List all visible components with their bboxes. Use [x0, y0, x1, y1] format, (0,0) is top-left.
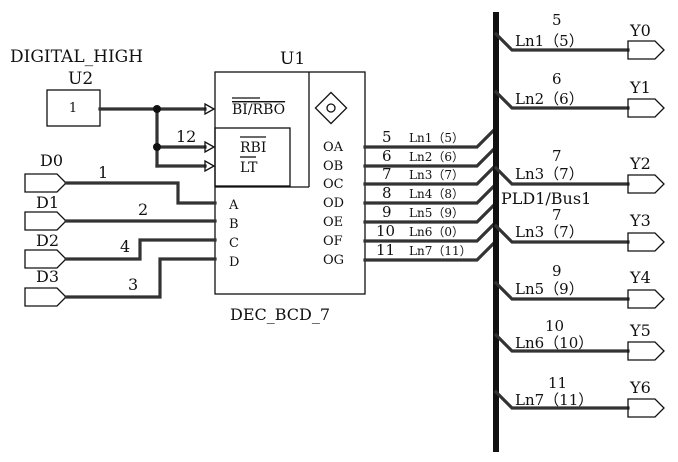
- pin-of: OF: [323, 234, 343, 249]
- net-label: 1: [98, 163, 108, 182]
- tap-label: Ln3（7）: [515, 165, 584, 183]
- tap-label: Ln6（10）: [515, 334, 593, 352]
- output-net-num: 5: [382, 128, 392, 146]
- output-net-label: Ln5（9）: [409, 206, 464, 220]
- output-net-label: Ln4（8）: [409, 187, 464, 201]
- power-label: DIGITAL_HIGH: [10, 47, 143, 67]
- bus-label: PLD1/Bus1: [501, 189, 591, 208]
- diamond-icon: [314, 91, 348, 125]
- input-wires: [64, 181, 217, 299]
- tap-num: 10: [545, 317, 564, 335]
- right-tap-y1: 6 Ln2（6） Y1: [493, 70, 665, 118]
- tap-label: Ln2（6）: [515, 90, 584, 108]
- input-port-d1: D1: [24, 193, 67, 231]
- pin-oa: OA: [323, 140, 344, 155]
- pin-ob: OB: [323, 159, 343, 174]
- tap-label: Ln1（5）: [515, 32, 584, 50]
- pin-bi-rbo: BI/RBO: [232, 102, 285, 118]
- right-tap-y6: 11 Ln7（11） Y6: [493, 374, 665, 418]
- right-tap-y3: 7 Ln3（7） Y3: [493, 206, 665, 252]
- junction-dot: [153, 105, 161, 113]
- input-port-label: D2: [36, 231, 59, 250]
- chip-inner-box: [214, 127, 291, 187]
- pin-lt: LT: [240, 160, 258, 176]
- tap-num: 5: [552, 11, 562, 29]
- tap-num: 7: [552, 206, 562, 224]
- output-port-label: Y3: [629, 211, 651, 230]
- output-net-label: Ln1（5）: [409, 131, 464, 145]
- output-net-num: 9: [382, 203, 392, 221]
- junction-dot: [153, 143, 161, 151]
- tap-label: Ln5（9）: [515, 280, 584, 298]
- input-port-label: D3: [36, 267, 59, 286]
- pin-oc: OC: [323, 177, 344, 192]
- output-port-label: Y2: [629, 154, 651, 173]
- tap-num: 11: [548, 374, 567, 392]
- pin-b: B: [229, 217, 239, 232]
- tap-label: Ln7（11）: [515, 391, 593, 409]
- chip-ref: U1: [280, 49, 305, 69]
- right-tap-y4: 9 Ln5（9） Y4: [493, 262, 665, 309]
- tap-num: 7: [552, 147, 562, 165]
- output-net-label: Ln7（11）: [409, 244, 472, 258]
- pin-rbi: RBI: [240, 140, 266, 156]
- net-label: 3: [128, 275, 138, 294]
- output-net-num: 7: [382, 165, 392, 183]
- output-net-num: 6: [382, 147, 392, 165]
- output-port-label: Y1: [629, 78, 651, 97]
- pin-c: C: [229, 236, 239, 251]
- power-value: 1: [69, 101, 77, 116]
- input-port-d0: D0: [24, 151, 67, 193]
- output-net-label: Ln3（7）: [409, 168, 464, 182]
- pin-og: OG: [323, 253, 344, 268]
- tap-label: Ln3（7）: [515, 223, 584, 241]
- output-port-label: Y6: [629, 378, 651, 397]
- pin-a: A: [228, 198, 239, 213]
- net-label: 4: [120, 237, 130, 256]
- tap-num: 6: [552, 70, 562, 88]
- output-net-label: Ln2（6）: [409, 150, 464, 164]
- right-tap-y2: 7 Ln3（7） Y2: [493, 147, 665, 194]
- pin-od: OD: [323, 196, 344, 211]
- output-net-label: Ln6（0）: [409, 225, 464, 239]
- output-wires: [363, 128, 496, 262]
- right-tap-y5: 10 Ln6（10） Y5: [493, 317, 665, 361]
- net-label-12: 12: [176, 127, 196, 146]
- tap-num: 9: [552, 262, 562, 280]
- power-ref: U2: [68, 69, 93, 89]
- input-port-d2: D2: [24, 231, 67, 269]
- input-port-label: D1: [36, 193, 59, 212]
- power-wires: [98, 107, 207, 168]
- pin-arrows: [204, 102, 216, 173]
- pin-d: D: [229, 255, 239, 270]
- net-label: 2: [138, 200, 148, 219]
- output-port-label: Y5: [629, 321, 651, 340]
- input-port-d3: D3: [24, 267, 67, 307]
- input-port-label: D0: [40, 151, 63, 170]
- output-net-num: 11: [376, 241, 395, 259]
- pin-oe: OE: [323, 215, 343, 230]
- output-net-num: 10: [376, 222, 395, 240]
- right-tap-y0: 5 Ln1（5） Y0: [493, 11, 665, 60]
- output-port-label: Y4: [629, 268, 651, 287]
- output-port-label: Y0: [629, 21, 651, 40]
- chip-name: DEC_BCD_7: [230, 305, 330, 324]
- output-net-num: 8: [382, 184, 392, 202]
